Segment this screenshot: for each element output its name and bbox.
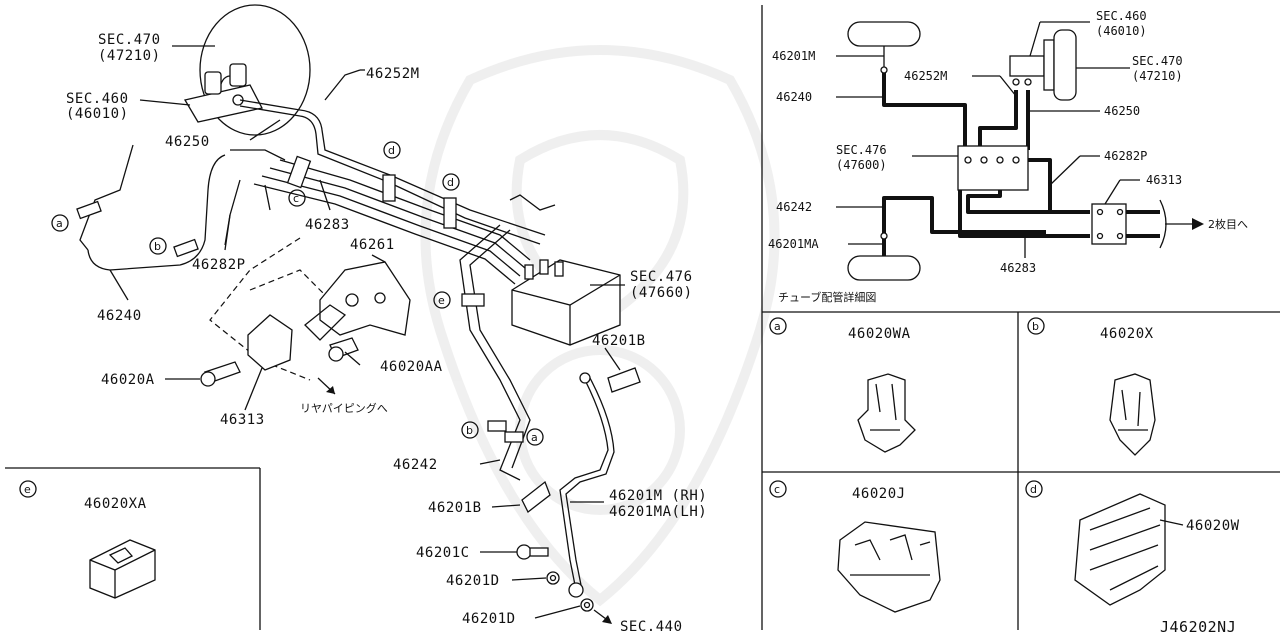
ref-e-main: e — [433, 291, 451, 309]
diagram-code: J46202NJ — [1160, 618, 1236, 636]
label-sec440: SEC.440 — [620, 619, 683, 635]
detail-label-sec460-code: (46010) — [1096, 24, 1147, 38]
svg-text:e: e — [24, 483, 31, 496]
clip-panel-d: d 46020W — [1025, 480, 1240, 606]
sec440-arrow — [593, 609, 612, 624]
clip-d-part: 46020W — [1186, 518, 1240, 534]
washer-46201d — [546, 571, 594, 612]
detail-schematic: 46201M 46240 46252M SEC.460 (46010) SEC.… — [768, 9, 1248, 304]
detail-label-46201ma: 46201MA — [768, 237, 819, 251]
label-46201d-1: 46201D — [446, 573, 500, 589]
label-46201c: 46201C — [416, 545, 470, 561]
svg-text:d: d — [388, 144, 395, 157]
svg-text:e: e — [438, 294, 445, 307]
detail-label-to-page2: 2枚目へ — [1208, 217, 1248, 231]
leader-lines — [109, 45, 625, 619]
svg-text:b: b — [154, 240, 161, 253]
svg-text:d: d — [447, 176, 454, 189]
detail-label-46201m: 46201M — [772, 49, 815, 63]
label-sec470-code: (47210) — [98, 48, 161, 64]
detail-label-46313: 46313 — [1146, 173, 1182, 187]
clip-panel-a: a 46020WA — [769, 317, 916, 453]
label-sec460: SEC.460 — [66, 91, 129, 107]
label-46201m: 46201M (RH) — [609, 488, 707, 504]
abs-actuator — [511, 259, 621, 346]
master-cylinder — [183, 63, 263, 123]
label-sec476-code: (47660) — [630, 285, 693, 301]
clip-46201b-top — [607, 367, 641, 393]
label-sec460-code: (46010) — [66, 106, 129, 122]
ref-a-main: a — [51, 214, 69, 232]
label-46201d-2: 46201D — [462, 611, 516, 627]
svg-text:a: a — [56, 217, 63, 230]
detail-label-sec460: SEC.460 — [1096, 9, 1147, 23]
label-46201b-top: 46201B — [592, 333, 646, 349]
label-46282p: 46282P — [192, 257, 246, 273]
detail-title: チューブ配管詳細図 — [778, 290, 876, 304]
ref-b-main-2: b — [461, 421, 479, 439]
brake-hose — [559, 372, 615, 586]
detail-label-sec476-code: (47600) — [836, 158, 887, 172]
detail-label-46282p: 46282P — [1104, 149, 1147, 163]
connector-46313 — [247, 314, 293, 371]
clip-panel-b: b 46020X — [1027, 317, 1156, 456]
detail-label-sec470-code: (47210) — [1132, 69, 1183, 83]
detail-label-46252m: 46252M — [904, 69, 947, 83]
svg-text:c: c — [293, 192, 299, 205]
detail-label-46240: 46240 — [776, 90, 812, 104]
detail-label-46250: 46250 — [1104, 104, 1140, 118]
ref-b-main: b — [149, 237, 167, 255]
clip-a-part: 46020WA — [848, 326, 911, 342]
tube-clamps — [76, 155, 524, 443]
label-46020aa: 46020AA — [380, 359, 443, 375]
clip-panel-e: e 46020XA — [19, 480, 156, 599]
main-labels: SEC.470 (47210) SEC.460 (46010) 46250 46… — [66, 32, 707, 635]
watermark-emblem — [420, 45, 780, 607]
label-46201ma: 46201MA(LH) — [609, 504, 707, 520]
clip-b-part: 46020X — [1100, 326, 1154, 342]
label-46250: 46250 — [165, 134, 210, 150]
bolt-46020aa — [328, 337, 359, 362]
panel-borders — [5, 5, 1280, 630]
detail-label-sec470: SEC.470 — [1132, 54, 1183, 68]
clip-panel-c: c 46020J — [769, 480, 941, 613]
ref-d-main-2: d — [442, 173, 460, 191]
bracket-46261 — [304, 261, 411, 341]
label-46313: 46313 — [220, 412, 265, 428]
label-46242: 46242 — [393, 457, 438, 473]
bolt-46020a — [200, 361, 241, 387]
label-rear-piping: リヤパイピングへ — [300, 401, 388, 415]
ref-c-main: c — [288, 189, 306, 207]
ref-a-main-2: a — [526, 428, 544, 446]
label-sec470: SEC.470 — [98, 32, 161, 48]
svg-text:b: b — [466, 424, 473, 437]
detail-label-sec476: SEC.476 — [836, 143, 887, 157]
label-46252m: 46252M — [366, 66, 420, 82]
svg-text:a: a — [774, 320, 781, 333]
svg-text:a: a — [531, 431, 538, 444]
rear-piping-outline — [209, 237, 331, 381]
label-sec476: SEC.476 — [630, 269, 693, 285]
svg-text:c: c — [774, 483, 780, 496]
label-46020a: 46020A — [101, 372, 155, 388]
rear-arrow — [317, 377, 336, 395]
label-46201b-bottom: 46201B — [428, 500, 482, 516]
ref-d-main-1: d — [383, 141, 401, 159]
clip-c-part: 46020J — [852, 486, 906, 502]
detail-label-46283: 46283 — [1000, 261, 1036, 275]
clip-e-part: 46020XA — [84, 496, 147, 512]
label-46283: 46283 — [305, 217, 350, 233]
label-46261: 46261 — [350, 237, 395, 253]
detail-label-46242: 46242 — [776, 200, 812, 214]
clip-46201b-bottom — [521, 480, 551, 513]
label-46240: 46240 — [97, 308, 142, 324]
svg-text:b: b — [1032, 320, 1039, 333]
svg-text:d: d — [1030, 483, 1037, 496]
brake-tubes — [79, 69, 556, 481]
